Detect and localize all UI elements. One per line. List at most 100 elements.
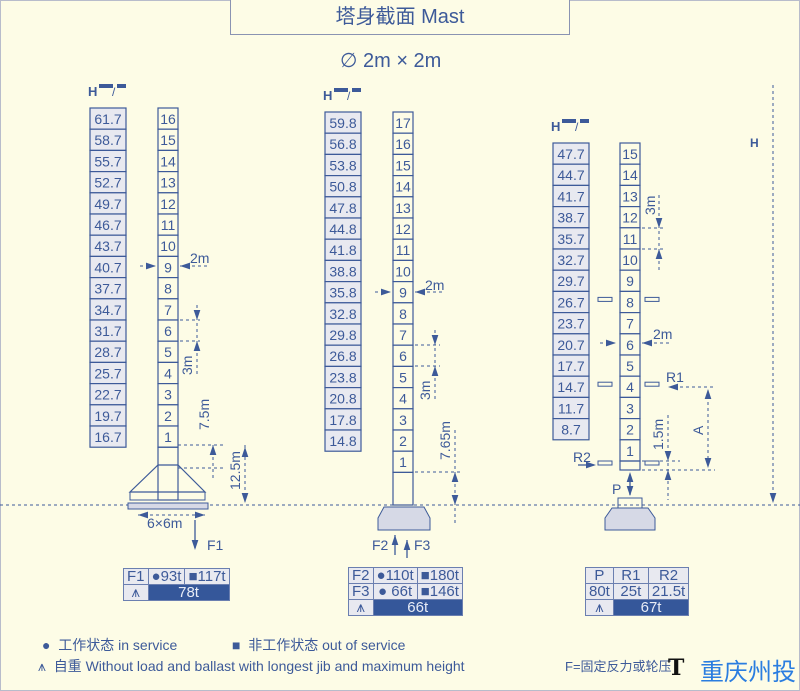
cell: R1: [612, 567, 649, 584]
cell: ●93t: [147, 568, 186, 585]
height-value: 22.7: [94, 387, 121, 403]
dim-h: H: [750, 136, 759, 150]
height-value: 59.8: [329, 115, 356, 131]
tie-bracket-icon: [644, 296, 660, 302]
section-number: 1: [626, 443, 634, 459]
section-number: 11: [623, 231, 638, 247]
section-number: 15: [160, 132, 176, 148]
legend-self-weight: ⩚ 自重 Without load and ballast with longe…: [38, 656, 465, 676]
height-value: 8.7: [561, 422, 581, 438]
cell: 25t: [612, 583, 649, 600]
section-number: 5: [626, 358, 634, 374]
height-value: 17.8: [329, 412, 356, 428]
arrow-icon: [769, 493, 777, 503]
section-number: 1: [399, 454, 407, 470]
section-number: 7: [399, 327, 407, 343]
height-value: 38.7: [557, 210, 584, 226]
self-weight-value: 67t: [612, 599, 690, 616]
height-header: H: [551, 119, 560, 134]
hook-icon: [117, 84, 126, 88]
section-number: 14: [395, 179, 411, 195]
height-value: 47.7: [557, 146, 584, 162]
cell: 21.5t: [647, 583, 690, 600]
foundation-block: [604, 507, 656, 531]
arrow-icon: [626, 486, 634, 496]
arrow-icon: [195, 511, 205, 519]
section-number: 2: [626, 422, 634, 438]
dim-3m: 3m: [179, 356, 195, 375]
arrow-icon: [146, 262, 156, 270]
section-number: 16: [160, 111, 176, 127]
dim-3m: 3m: [642, 196, 658, 215]
section-number: 17: [395, 115, 411, 131]
dim-1-5m: 1.5m: [650, 419, 666, 450]
section-number: 10: [395, 263, 411, 279]
section-number: 12: [160, 196, 176, 212]
arrow-icon: [193, 341, 201, 351]
section-number: 13: [622, 188, 638, 204]
section-number: 7: [164, 302, 172, 318]
section-number: 3: [399, 412, 407, 428]
height-value: 19.7: [94, 408, 121, 424]
arrow-icon: [241, 493, 249, 503]
arrow-icon: [704, 389, 712, 399]
tie-bracket-icon: [597, 460, 613, 466]
cell: ●110t: [372, 567, 418, 584]
force-r2: R2: [573, 449, 591, 465]
height-value: 32.7: [557, 252, 584, 268]
arrow-icon: [668, 383, 678, 391]
self-weight-value: 78t: [147, 584, 230, 601]
table-f2-f3: F2●110t■180t F3● 66t■146t ⩚66t: [348, 567, 463, 616]
arrow-icon: [704, 458, 712, 468]
tie-bracket-icon: [597, 381, 613, 387]
height-value: 38.8: [329, 263, 356, 279]
arrow-icon: [451, 472, 459, 482]
height-value: 61.7: [94, 111, 121, 127]
height-value: 41.7: [557, 188, 584, 204]
force-p: P: [612, 481, 621, 497]
foundation-block: [377, 506, 431, 531]
section-number: 15: [622, 146, 638, 162]
section-number: 3: [626, 400, 634, 416]
section-number: 14: [160, 153, 176, 169]
section-number: 9: [399, 285, 407, 301]
arrow-icon: [381, 288, 391, 296]
square-bullet-icon: ■: [232, 637, 241, 653]
arrow-icon: [403, 540, 411, 550]
section-number: 5: [164, 344, 172, 360]
section-number: 9: [164, 259, 172, 275]
circle-bullet-icon: ●: [42, 637, 51, 653]
height-value: 58.7: [94, 132, 121, 148]
arrow-icon: [415, 288, 425, 296]
section-number: 16: [395, 136, 411, 152]
height-header: H: [323, 88, 332, 103]
arrow-icon: [209, 445, 217, 455]
header-slash: /: [347, 89, 351, 103]
dim-7-65m: 7.65m: [437, 421, 453, 460]
height-value: 26.7: [557, 294, 584, 310]
watermark-logo-icon: T: [668, 655, 685, 681]
height-value: 56.8: [329, 136, 356, 152]
legend-label: 自重 Without load and ballast with longest…: [53, 658, 465, 674]
height-value: 46.7: [94, 217, 121, 233]
height-value: 47.8: [329, 200, 356, 216]
section-number: 15: [395, 157, 411, 173]
cell: ■146t: [416, 583, 463, 600]
height-value: 34.7: [94, 302, 121, 318]
section-number: 14: [622, 167, 638, 183]
section-number: 7: [626, 316, 634, 332]
legend-label: 工作状态 in service: [58, 637, 178, 653]
section-number: 13: [395, 200, 411, 216]
dim-7-5m: 7.5m: [196, 399, 212, 430]
cell: ● 66t: [372, 583, 418, 600]
section-number: 1: [164, 429, 172, 445]
force-r1: R1: [666, 369, 684, 385]
arrow-icon: [391, 535, 399, 545]
height-cell: [89, 425, 127, 448]
height-value: 40.7: [94, 259, 121, 275]
height-cell: [324, 429, 362, 452]
mast-base-section: [619, 460, 641, 471]
section-number: 10: [622, 252, 638, 268]
